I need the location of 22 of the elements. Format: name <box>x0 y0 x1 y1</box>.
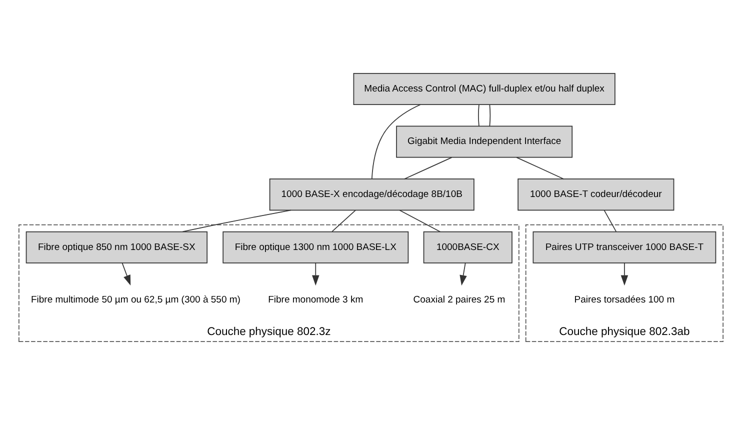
connector <box>516 156 564 179</box>
connector <box>404 156 452 179</box>
node-text: Paires torsadées 100 m <box>574 294 675 306</box>
node-box: Gigabit Media Independent Interface <box>396 125 573 158</box>
node-text: Fibre monomode 3 km <box>268 294 364 306</box>
arrow <box>620 262 628 286</box>
node-text: Fibre multimode 50 µm ou 62,5 µm (300 à 550 m) <box>30 294 240 306</box>
node-box: Fibre optique 1300 nm 1000 BASE-LX <box>222 230 409 263</box>
node-box: Fibre optique 850 nm 1000 BASE-SX <box>26 230 208 263</box>
arrow <box>460 262 467 286</box>
connector <box>489 104 491 126</box>
connector <box>371 104 421 179</box>
connector <box>478 104 480 126</box>
node-box: 1000 BASE-X encodage/décodage 8B/10B <box>269 178 474 210</box>
connector <box>604 209 617 232</box>
arrow <box>122 262 131 286</box>
node-box: Media Access Control (MAC) full-duplex et/ou half duplex <box>353 72 616 105</box>
node-text: Coaxial 2 paires 25 m <box>413 294 506 306</box>
node-box: 1000 BASE-T codeur/décodeur <box>518 178 674 210</box>
node-box: Paires UTP transceiver 1000 BASE-T <box>532 230 716 263</box>
arrow <box>312 262 320 286</box>
node-box: 1000BASE-CX <box>423 230 512 263</box>
